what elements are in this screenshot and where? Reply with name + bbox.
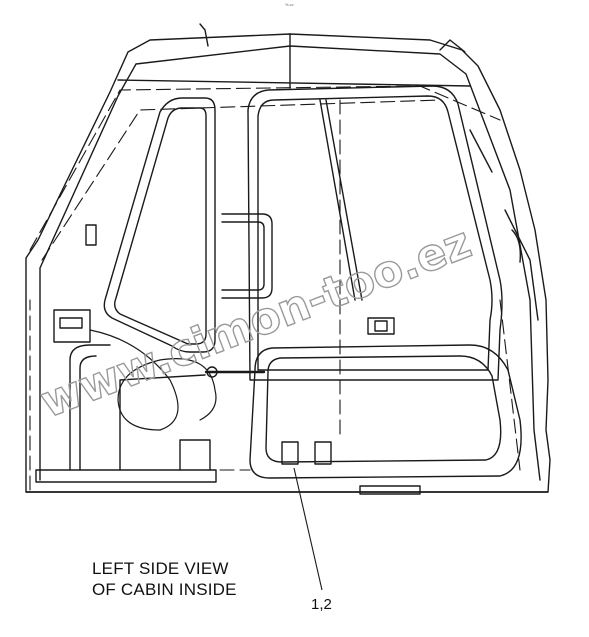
lower-door-panel [249,344,522,479]
cabin-outer-outline [25,33,551,493]
wire-harness [89,329,217,431]
left-bracket [53,309,91,343]
door-frame [247,85,503,381]
caption-line-1: LEFT SIDE VIEW [92,559,229,578]
door-lock [367,317,395,335]
view-caption: LEFT SIDE VIEW OF CABIN INSIDE [92,558,237,600]
header-tiny-text: %.cc [285,2,294,7]
left-window-frame [103,97,216,353]
caption-line-2: OF CABIN INSIDE [92,580,237,599]
watermark-text: www.cimon-too.ez [34,217,478,428]
callout-label: 1,2 [311,596,332,613]
cabin-inner-outline [39,45,541,481]
door-handle [221,213,273,299]
callout-leader-line [293,467,323,591]
